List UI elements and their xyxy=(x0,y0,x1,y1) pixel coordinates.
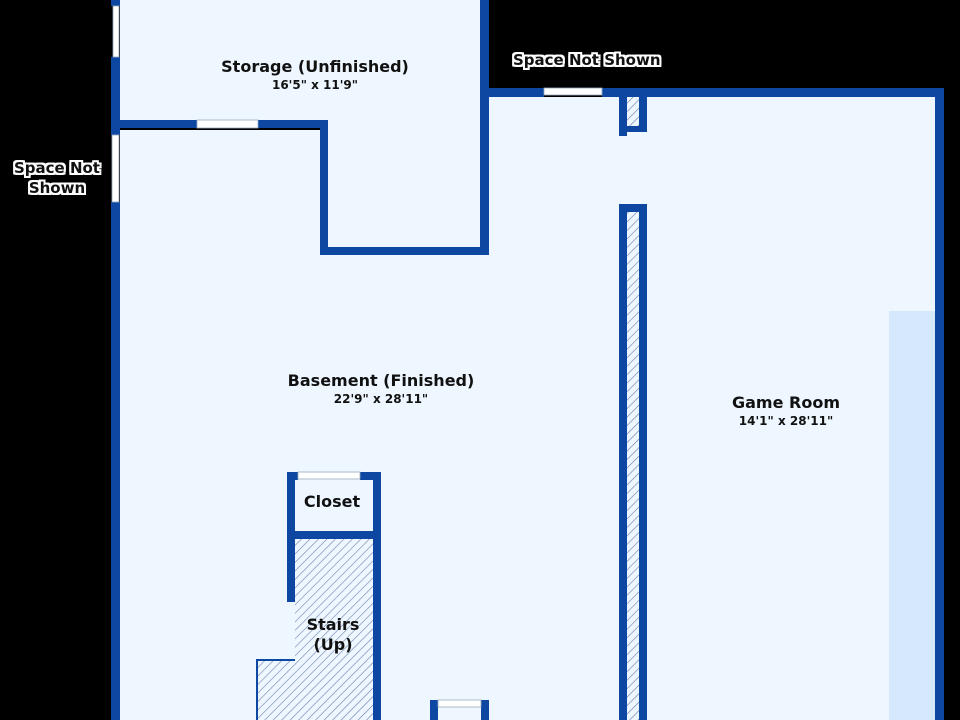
storage-floor xyxy=(120,0,482,125)
wall-storage-bottom-right xyxy=(258,120,328,128)
room-name: Game Room xyxy=(732,393,840,412)
basement-floor-upper xyxy=(488,97,630,257)
room-label-storage: Storage (Unfinished) 16'5" x 11'9" xyxy=(221,57,409,93)
wall-left-top xyxy=(111,0,120,6)
wall-closet-top-right xyxy=(360,472,381,480)
wall-partition-stub-tab xyxy=(619,128,627,136)
wall-closet-top-left xyxy=(287,472,298,480)
room-label-closet: Closet xyxy=(304,492,360,512)
room-label-game-room: Game Room 14'1" x 28'11" xyxy=(732,393,840,429)
closet-floor xyxy=(295,480,373,531)
window-left-lower xyxy=(111,134,120,203)
wall-left-bottom xyxy=(111,202,120,720)
wall-storage-inner-vertical xyxy=(320,120,328,255)
window-top xyxy=(543,87,603,96)
room-name: Storage (Unfinished) xyxy=(221,57,409,76)
wall-storage-bottom-left xyxy=(120,120,197,128)
room-name: Closet xyxy=(303,492,361,511)
wall-closet-right xyxy=(373,472,381,720)
game-room-highlight xyxy=(889,311,935,720)
wall-storage-inner-bottom xyxy=(320,247,488,255)
room-dimensions: 14'1" x 28'11" xyxy=(738,414,834,428)
wall-alcove-left xyxy=(430,700,438,720)
room-label-basement: Basement (Finished) 22'9" x 28'11" xyxy=(288,371,475,407)
floors xyxy=(120,0,935,720)
stairs-line-1: Stairs xyxy=(306,615,360,634)
room-label-stairs: Stairs (Up) xyxy=(307,615,360,655)
wall-top-left xyxy=(480,88,544,97)
partition-main-hatch xyxy=(627,212,639,720)
window-alcove xyxy=(437,699,482,708)
stairs-hatch xyxy=(257,539,373,720)
stairs-outline xyxy=(256,659,295,720)
stairs-line-2: (Up) xyxy=(313,635,353,654)
partition-stub-hatch xyxy=(627,97,639,126)
door-storage xyxy=(196,119,259,129)
room-name: Basement (Finished) xyxy=(287,371,475,390)
game-room-floor xyxy=(630,97,935,720)
window-left-upper xyxy=(112,5,120,58)
wall-top-right xyxy=(602,88,944,97)
wall-alcove-right xyxy=(481,700,489,720)
door-closet xyxy=(297,471,361,480)
space-not-shown-left: Space Not Shown xyxy=(14,158,100,198)
openings xyxy=(111,5,603,708)
wall-right xyxy=(935,88,944,720)
space-not-shown-left-line2: Shown xyxy=(28,179,86,197)
space-not-shown-left-line1: Space Not xyxy=(14,159,100,177)
room-dimensions: 16'5" x 11'9" xyxy=(271,78,359,92)
wall-storage-right xyxy=(480,0,489,255)
wall-closet-bottom xyxy=(287,531,381,539)
room-dimensions: 22'9" x 28'11" xyxy=(333,392,429,406)
space-not-shown-top: Space Not Shown xyxy=(513,51,661,69)
wall-left-mid xyxy=(111,57,120,135)
